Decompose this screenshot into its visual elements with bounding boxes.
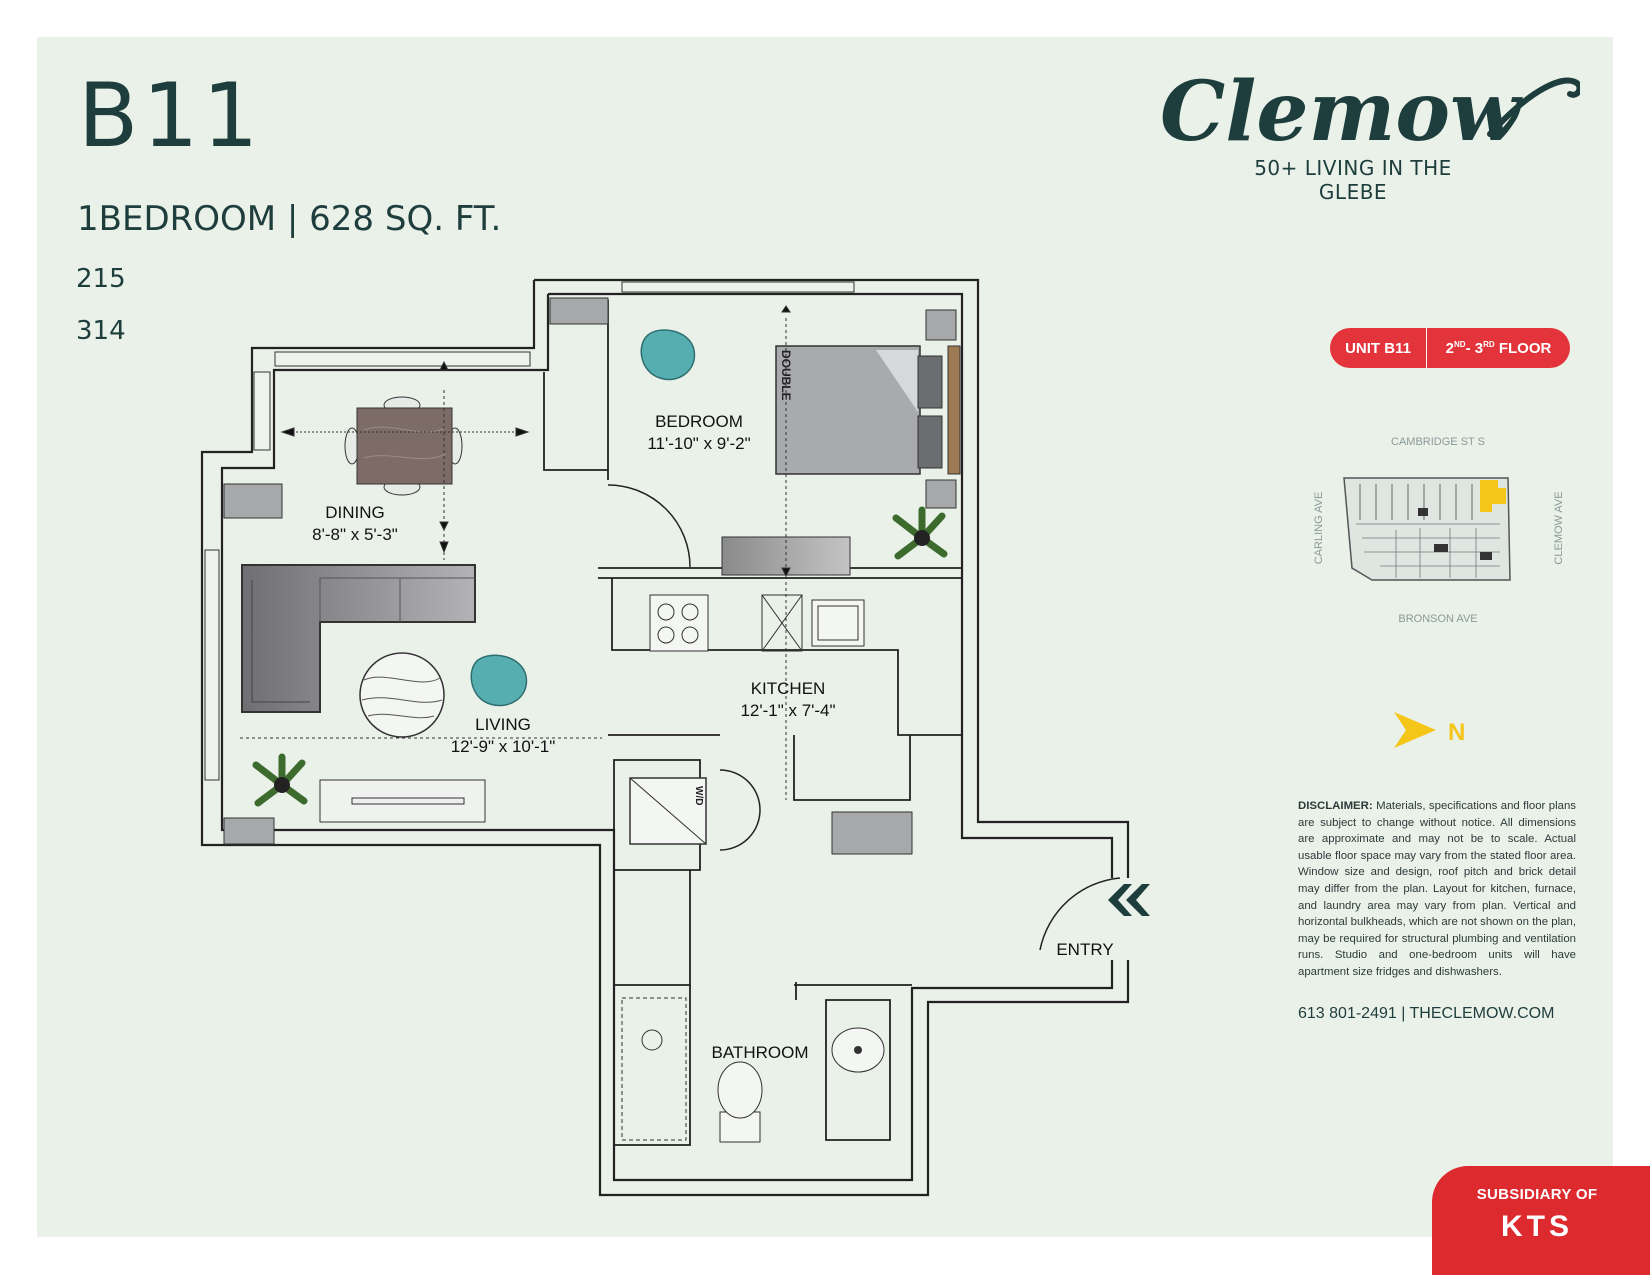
bed-label: DOUBLE — [779, 350, 793, 401]
suite-number: 215 — [76, 264, 126, 294]
badge-divider — [1426, 328, 1427, 368]
plant-icon — [892, 506, 948, 560]
contact-info: 613 801-2491 | THECLEMOW.COM — [1298, 1005, 1555, 1022]
unit-code: B11 — [78, 64, 263, 167]
coffee-table — [359, 652, 445, 738]
double-bed: DOUBLE — [775, 345, 961, 475]
armchair — [640, 329, 696, 381]
logo-swash — [1487, 77, 1580, 137]
living-name: LIVING — [475, 715, 531, 734]
street-label-east: CLEMOW AVE — [1553, 491, 1565, 564]
kitchen-size: 12'-1" x 7'-4" — [740, 701, 835, 720]
brand-tagline: 50+ LIVING IN THE GLEBE — [1254, 156, 1452, 204]
compass: N — [1394, 712, 1465, 748]
dining-table — [344, 396, 463, 496]
dishwasher — [761, 594, 803, 652]
brand-logo: Clemow — [1160, 68, 1580, 158]
entry-chevrons-icon — [1108, 884, 1150, 916]
armchair — [470, 654, 528, 707]
kitchen-sink — [811, 599, 865, 647]
street-label-west: CARLING AVE — [1313, 492, 1325, 565]
dining-size: 8'-8" x 5'-3" — [312, 525, 398, 544]
street-label-south: BRONSON AVE — [1398, 613, 1477, 625]
room-labels: BEDROOM 11'-10" x 9'-2" DINING 8'-8" x 5… — [312, 412, 1113, 1062]
unit-summary: 1BEDROOM | 628 SQ. FT. — [77, 199, 502, 239]
suite-number: 314 — [76, 316, 126, 346]
washer-dryer-label: W/D — [693, 786, 704, 805]
badge-floor-label: 2ND- 3RD FLOOR — [1445, 339, 1552, 357]
shower — [621, 997, 687, 1141]
tv-console — [319, 779, 486, 823]
building-footprint — [1343, 477, 1511, 581]
bedroom-size: 11'-10" x 9'-2" — [647, 434, 750, 453]
stove — [649, 594, 709, 652]
windows — [204, 281, 855, 781]
parent-company-name: KTS — [1501, 1210, 1573, 1243]
entry-name: ENTRY — [1056, 940, 1113, 959]
living-size: 12'-9" x 10'-1" — [451, 737, 556, 756]
parent-company-label: SUBSIDIARY OF — [1476, 1186, 1598, 1203]
door-swings — [607, 484, 1121, 951]
dimension-arrows — [240, 305, 791, 800]
bathroom-sink — [831, 1027, 885, 1073]
washer-dryer: W/D — [629, 777, 707, 845]
interior-walls — [543, 300, 962, 1180]
compass-north-label: N — [1448, 719, 1465, 746]
brand-logo-text: Clemow — [1160, 68, 1523, 158]
key-plan: CAMBRIDGE ST S BRONSON AVE CARLING AVE C… — [1313, 436, 1565, 625]
disclaimer: DISCLAIMER: Materials, specifications an… — [1298, 800, 1576, 978]
parent-company-tag: SUBSIDIARY OF KTS — [1432, 1166, 1650, 1275]
kitchen-name: KITCHEN — [751, 679, 826, 698]
storage-blocks — [223, 297, 957, 855]
dining-name: DINING — [325, 503, 385, 522]
floor-plan: DOUBLE W/D — [200, 278, 1150, 1197]
bedroom-name: BEDROOM — [655, 412, 743, 431]
exterior-walls — [200, 278, 1130, 1197]
plant-icon — [252, 753, 308, 807]
unit-floor-badge: UNIT B11 2ND- 3RD FLOOR — [1330, 328, 1570, 368]
toilet — [717, 1061, 763, 1143]
sofa — [241, 564, 476, 713]
bathroom-name: BATHROOM — [712, 1043, 809, 1062]
badge-unit-label: UNIT B11 — [1345, 339, 1411, 357]
north-arrow-icon — [1394, 712, 1436, 748]
street-label-north: CAMBRIDGE ST S — [1391, 436, 1485, 448]
unit-highlight — [1480, 480, 1506, 512]
